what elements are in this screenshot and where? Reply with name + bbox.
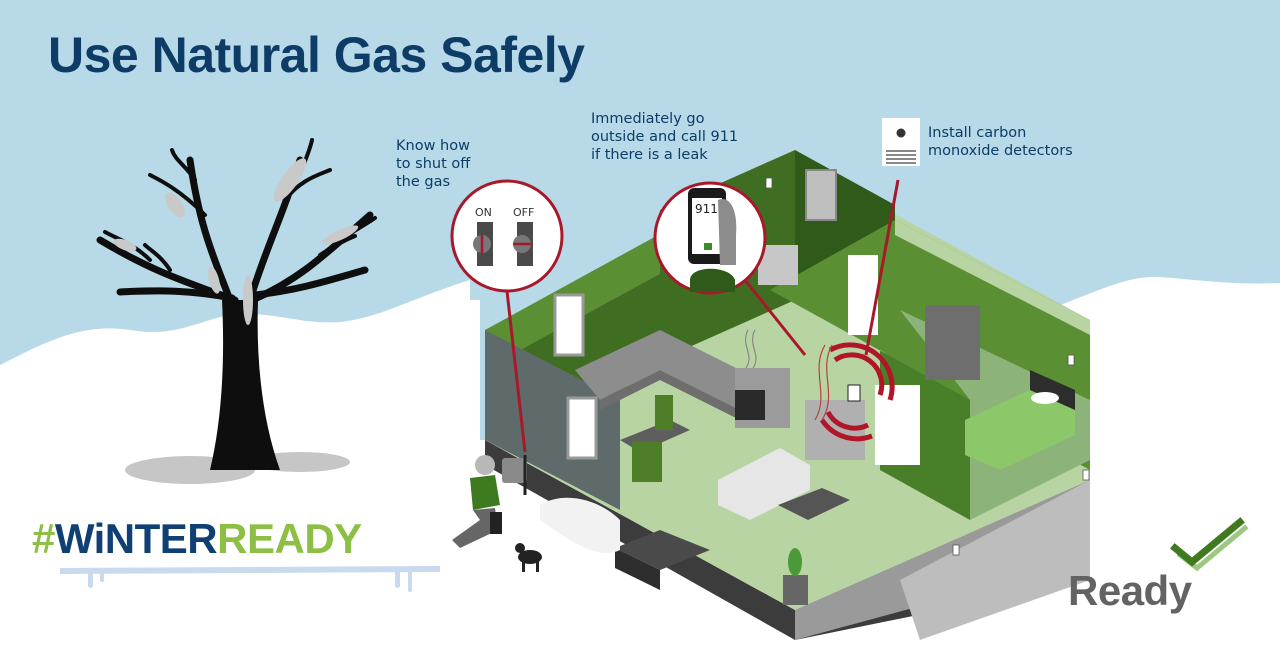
hashtag-symbol: # (32, 515, 55, 562)
page-title: Use Natural Gas Safely (48, 27, 585, 83)
phone-callout-circle (653, 181, 767, 295)
winter-ready-hashtag-logo: #WiNTERREADY (32, 518, 362, 560)
ready-checkmark-icon (1170, 517, 1249, 572)
stove-steam-icon (744, 329, 757, 369)
valve-on-label: ON (475, 206, 492, 219)
ready-gov-logo: Ready (1068, 567, 1192, 614)
co-alarm-waves-icon (819, 342, 895, 442)
gas-valve-callout-circle (450, 179, 564, 293)
ready-word: READY (217, 515, 362, 562)
callout-co-detectors: Install carbon monoxide detectors (928, 125, 1073, 159)
callout-shut-off-gas: Know how to shut off the gas (396, 138, 471, 190)
winter-word: WiNTER (54, 515, 218, 562)
co-detector-legend-icon (882, 118, 920, 166)
gas-fumes-icon (814, 344, 833, 421)
icicles-decoration (60, 566, 440, 592)
valve-off-label: OFF (513, 206, 535, 219)
snowy-tree-icon (96, 138, 377, 484)
phone-dialed-number: 911 (695, 202, 718, 216)
co-detector-icon (847, 384, 861, 402)
callout-call-911: Immediately go outside and call 911 if t… (591, 111, 739, 163)
callout-leader-lines (505, 179, 900, 453)
dog-illustration (515, 543, 542, 572)
person-shutting-off-gas-illustration (452, 455, 527, 548)
